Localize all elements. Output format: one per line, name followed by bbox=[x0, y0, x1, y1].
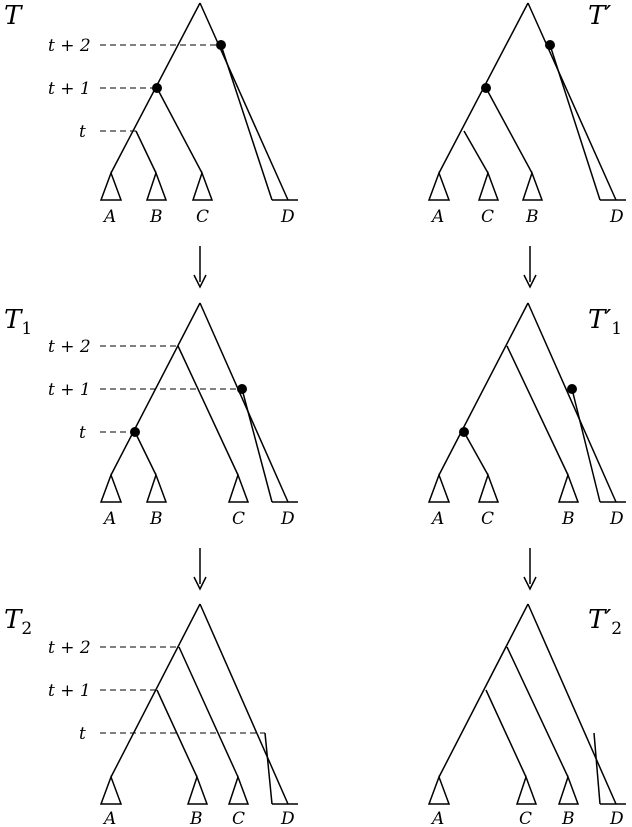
subtree-b bbox=[557, 472, 580, 503]
panel-t2: T2 t + 2 t + 1 t A B C D bbox=[4, 603, 298, 827]
event-node bbox=[152, 83, 162, 93]
panel-t: T t + 2 t + 1 t A B C D bbox=[4, 1, 298, 227]
leaf-label: D bbox=[609, 207, 624, 227]
panel-title: T′ bbox=[588, 1, 611, 31]
time-label: t + 1 bbox=[48, 681, 91, 701]
subtree-b bbox=[557, 774, 580, 805]
subtree-b bbox=[186, 774, 209, 805]
panel-t1: T1 t + 2 t + 1 t A B C D bbox=[4, 302, 298, 529]
leaf-label: B bbox=[149, 509, 163, 529]
time-label: t + 1 bbox=[48, 79, 91, 99]
time-label: t bbox=[79, 724, 86, 744]
event-node bbox=[216, 40, 226, 50]
event-node bbox=[459, 427, 469, 437]
tree-edges bbox=[438, 302, 617, 503]
leaf-label: A bbox=[430, 509, 444, 529]
leaf-label: C bbox=[519, 809, 532, 827]
leaf-label: B bbox=[561, 509, 575, 529]
subtree-c bbox=[227, 472, 250, 503]
panel-title: T1 bbox=[4, 305, 32, 339]
leaf-label: C bbox=[232, 809, 245, 827]
leaf-label: A bbox=[102, 809, 116, 827]
subtree-b bbox=[521, 170, 544, 201]
subtree-a bbox=[99, 774, 123, 805]
event-node bbox=[130, 427, 140, 437]
time-label: t + 2 bbox=[48, 36, 91, 56]
event-node bbox=[237, 384, 247, 394]
leaf-label: B bbox=[561, 809, 575, 827]
tree-edges bbox=[110, 603, 289, 805]
leaf-label: B bbox=[149, 207, 163, 227]
event-node bbox=[545, 40, 555, 50]
leaf-label: C bbox=[196, 207, 209, 227]
tree-edges bbox=[110, 302, 289, 503]
subtree-a bbox=[99, 170, 123, 201]
leaf-label: D bbox=[280, 509, 295, 529]
subtree-a bbox=[427, 170, 451, 201]
leaf-label: D bbox=[280, 207, 295, 227]
time-label: t + 2 bbox=[48, 638, 91, 658]
leaf-label: C bbox=[232, 509, 245, 529]
tree-edges bbox=[438, 2, 617, 201]
panel-t-prime: T′ A C B D bbox=[427, 1, 626, 227]
down-arrow bbox=[193, 548, 207, 591]
leaf-label: D bbox=[609, 809, 624, 827]
tree-edges bbox=[110, 2, 289, 201]
leaf-label: D bbox=[609, 509, 624, 529]
subtree-c bbox=[477, 170, 500, 201]
leaf-label: B bbox=[525, 207, 539, 227]
subtree-c bbox=[477, 472, 500, 503]
leaf-label: C bbox=[481, 207, 494, 227]
leaf-label: A bbox=[430, 809, 444, 827]
panel-title: T′2 bbox=[588, 605, 622, 639]
tree-edges bbox=[438, 603, 617, 805]
subtree-a bbox=[99, 472, 123, 503]
leaf-label: A bbox=[430, 207, 444, 227]
down-arrow bbox=[523, 246, 537, 289]
panel-title: T bbox=[4, 1, 23, 31]
leaf-label: D bbox=[280, 809, 295, 827]
time-label: t + 2 bbox=[48, 337, 91, 357]
subtree-a bbox=[427, 472, 451, 503]
panel-title: T2 bbox=[4, 605, 32, 639]
event-node bbox=[481, 83, 491, 93]
time-label: t bbox=[79, 122, 86, 142]
leaf-label: B bbox=[189, 809, 203, 827]
time-label: t bbox=[79, 423, 86, 443]
subtree-a bbox=[427, 774, 451, 805]
leaf-label: C bbox=[481, 509, 494, 529]
leaf-label: A bbox=[102, 509, 116, 529]
time-label: t + 1 bbox=[48, 380, 91, 400]
subtree-c bbox=[227, 774, 250, 805]
panel-title: T′1 bbox=[588, 305, 622, 339]
subtree-b bbox=[145, 472, 168, 503]
down-arrow bbox=[523, 548, 537, 591]
panel-t2-prime: T′2 A C B D bbox=[427, 603, 626, 827]
event-node bbox=[567, 384, 577, 394]
subtree-b bbox=[145, 170, 168, 201]
subtree-c bbox=[191, 170, 214, 201]
subtree-c bbox=[515, 774, 538, 805]
down-arrow bbox=[193, 246, 207, 289]
leaf-label: A bbox=[102, 207, 116, 227]
panel-t1-prime: T′1 A C B D bbox=[427, 302, 626, 529]
